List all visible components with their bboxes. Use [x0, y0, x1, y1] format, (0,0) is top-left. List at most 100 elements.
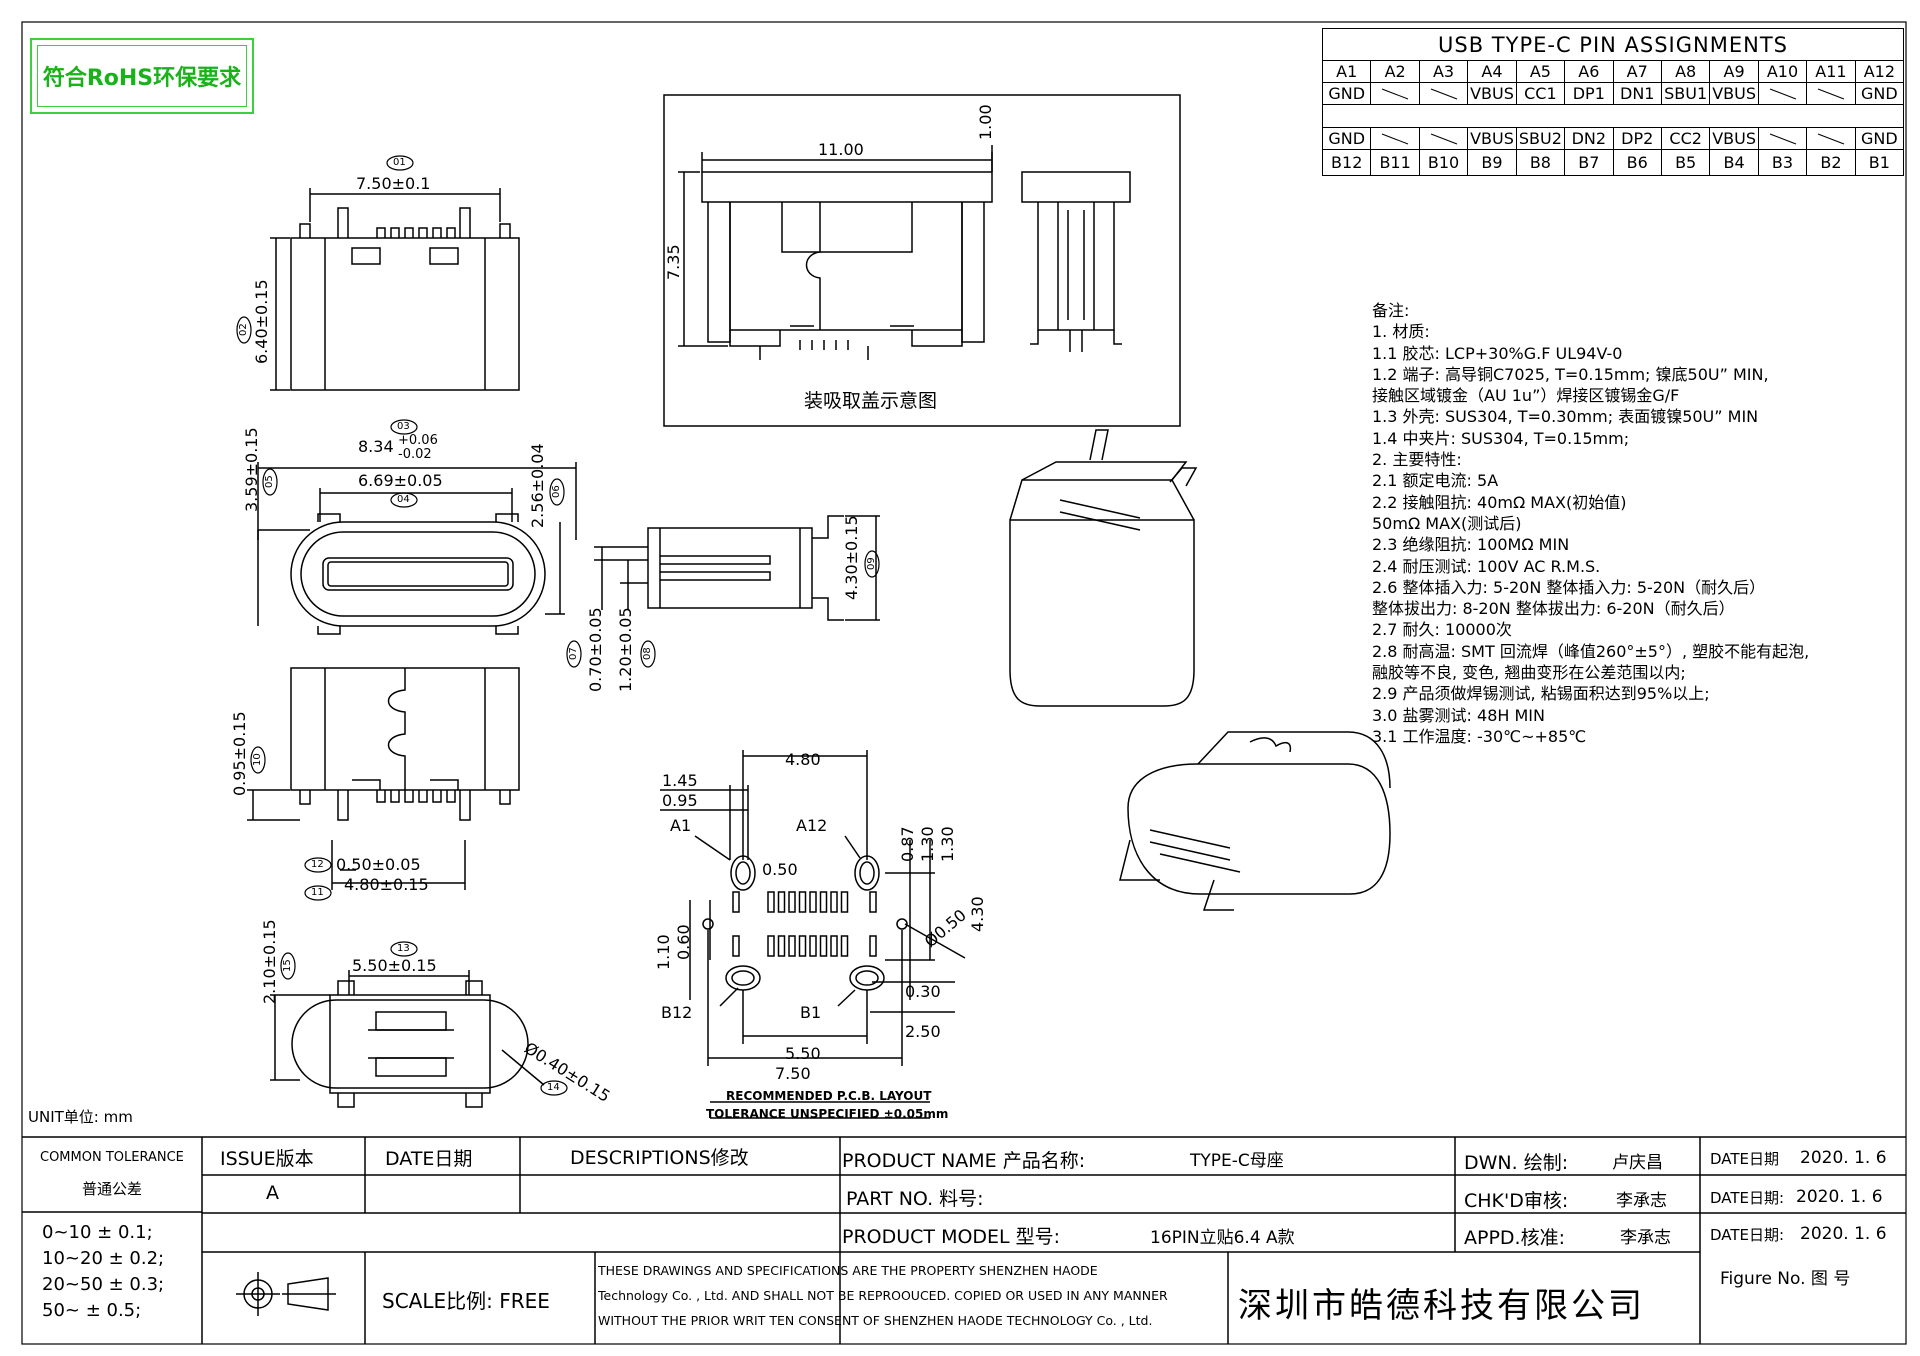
part-no-label: PART NO. 料号:	[846, 1188, 984, 1210]
dim-15-tag: 15	[282, 959, 293, 972]
pin-a-signal-8: VBUS	[1710, 83, 1759, 104]
pcb-dim-110: 1.10	[654, 934, 673, 970]
pcb-pad	[869, 935, 877, 957]
dim-02-tag: 02	[238, 323, 249, 336]
pcb-pad	[777, 935, 786, 957]
pcb-label-b12: B12	[661, 1003, 693, 1022]
pin-b-number-1: B11	[1371, 149, 1420, 175]
pcb-pad	[798, 891, 807, 913]
pcb-dim-130b: 1.30	[938, 826, 957, 862]
pin-b-number-3: B9	[1468, 149, 1517, 175]
pcb-pad	[732, 935, 740, 957]
rohs-badge: 符合RoHS环保要求	[30, 38, 254, 114]
dim-03-value: 8.34	[358, 437, 394, 456]
product-name-value: TYPE-C母座	[1190, 1151, 1284, 1171]
pin-b-signal-2	[1420, 128, 1469, 149]
pin-a-number-4: A5	[1517, 61, 1566, 82]
dim-07-tag: 07	[568, 647, 579, 660]
pin-a-number-7: A8	[1662, 61, 1711, 82]
note-line: 备注:	[1372, 301, 1410, 320]
dim-11-tag: 11	[311, 887, 324, 898]
product-model-value: 16PIN立贴6.4 A款	[1150, 1228, 1295, 1248]
pin-a-signal-4: CC1	[1517, 83, 1566, 104]
pin-a-number-8: A9	[1710, 61, 1759, 82]
dim-09-tag: 09	[866, 557, 877, 570]
pin-b-number-5: B7	[1565, 149, 1614, 175]
tolerance-row: 10~20 ± 0.2;	[42, 1248, 165, 1269]
note-line: 1.1 胶芯: LCP+30%G.F UL94V-0	[1372, 343, 1623, 363]
issue-header: ISSUE版本	[220, 1148, 314, 1170]
dim-10-value: 0.95±0.15	[230, 711, 249, 796]
pin-a-signal-2	[1420, 83, 1469, 104]
cap-top-dim: 1.00	[976, 104, 995, 140]
note-line: 融胶等不良, 变色, 翘曲变形在公差范围以内;	[1372, 663, 1686, 683]
dim-04-value: 6.69±0.05	[358, 471, 443, 490]
pin-b-number-10: B2	[1807, 149, 1856, 175]
note-line: 2.6 整体插入力: 5-20N 整体插入力: 5-20N（耐久后）	[1372, 577, 1766, 597]
property-line: THESE DRAWINGS AND SPECIFICATIONS ARE TH…	[598, 1263, 1098, 1278]
note-line: 2.8 耐高温: SMT 回流焊（峰值260°±5°）, 塑胶不能有起泡,	[1372, 641, 1810, 661]
cap-caption: 装吸取盖示意图	[804, 390, 938, 412]
note-line: 2. 主要特性:	[1372, 450, 1462, 470]
property-line: Technology Co. , Ltd. AND SHALL NOT BE R…	[598, 1288, 1168, 1303]
pcb-dim-550: 5.50	[785, 1044, 821, 1063]
pcb-label-a12: A12	[796, 816, 828, 835]
pin-b-signal-11: GND	[1861, 129, 1898, 148]
pcb-dim-250: 2.50	[905, 1022, 941, 1041]
pin-a-number-11: A12	[1863, 62, 1895, 81]
dim-05-tag: 05	[264, 475, 275, 488]
note-line: 1.2 端子: 高导铜C7025, T=0.15mm; 镍底50U” MIN,	[1372, 364, 1769, 384]
tolerance-rows: 0~10 ± 0.1;10~20 ± 0.2;20~50 ± 0.3;50~ ±…	[42, 1220, 164, 1324]
pin-a-signal-9	[1759, 83, 1808, 104]
pin-b-number-6: B6	[1614, 149, 1662, 175]
pin-a-number-2: A3	[1420, 61, 1469, 82]
date1-value: 2020. 1. 6	[1800, 1148, 1887, 1168]
pcb-label-b1: B1	[800, 1003, 822, 1022]
pin-a-number-5: A6	[1565, 61, 1614, 82]
dim-15-value: 2.10±0.15	[260, 919, 279, 1004]
pin-b-signal-6: DP2	[1614, 128, 1662, 149]
note-line: 接触区域镀金（AU 1u”）焊接区镀锡金G/F	[1372, 386, 1680, 406]
pcb-dim-030: 0.30	[905, 982, 941, 1001]
note-line: 1.4 中夹片: SUS304, T=0.15mm;	[1372, 428, 1630, 448]
pin-b-number-0: B12	[1323, 149, 1372, 175]
note-line: 整体拔出力: 8-20N 整体拔出力: 6-20N（耐久后）	[1372, 599, 1735, 619]
common-tolerance-cn: 普通公差	[82, 1180, 143, 1198]
dim-05-value: 3.59±0.15	[242, 427, 261, 512]
drawn-by-label: DWN. 绘制:	[1464, 1152, 1569, 1174]
dim-12-tag: 12	[311, 859, 324, 870]
pcb-pad	[767, 935, 775, 957]
pin-b-signal-3: VBUS	[1468, 128, 1517, 149]
pin-a-number-9: A10	[1759, 61, 1808, 82]
pcb-pad	[732, 891, 740, 913]
dim-13-value: 5.50±0.15	[352, 956, 437, 975]
dim-06-value: 2.56±0.04	[528, 443, 547, 528]
pin-b-signal-10	[1807, 128, 1856, 149]
pcb-pad	[830, 891, 838, 913]
date2-value: 2020. 1. 6	[1796, 1187, 1883, 1207]
date3-value: 2020. 1. 6	[1800, 1224, 1887, 1244]
pcb-pad	[869, 891, 877, 913]
pin-a-signal-6: DN1	[1614, 83, 1662, 104]
scale-label: SCALE比例: FREE	[382, 1289, 550, 1313]
pin-a-signal-1	[1371, 83, 1420, 104]
pcb-pad	[767, 891, 775, 913]
pin-b-signal-7: CC2	[1662, 128, 1711, 149]
pin-b-signal-8: VBUS	[1710, 128, 1759, 149]
pcb-dim-095: 0.95	[662, 791, 698, 810]
pin-b-signal-0: GND	[1323, 128, 1372, 149]
note-line: 1. 材质:	[1372, 322, 1430, 342]
pin-b-signal-9	[1759, 128, 1808, 149]
note-line: 50mΩ MAX(测试后)	[1372, 513, 1522, 533]
issue-value: A	[266, 1182, 279, 1204]
dim-12-value: 0.50±0.05	[336, 855, 421, 874]
pin-a-number-6: A7	[1614, 61, 1662, 82]
pcb-pad	[819, 891, 828, 913]
pin-b-number-11: B1	[1868, 152, 1890, 172]
dim-03-tol-down: -0.02	[398, 447, 432, 462]
